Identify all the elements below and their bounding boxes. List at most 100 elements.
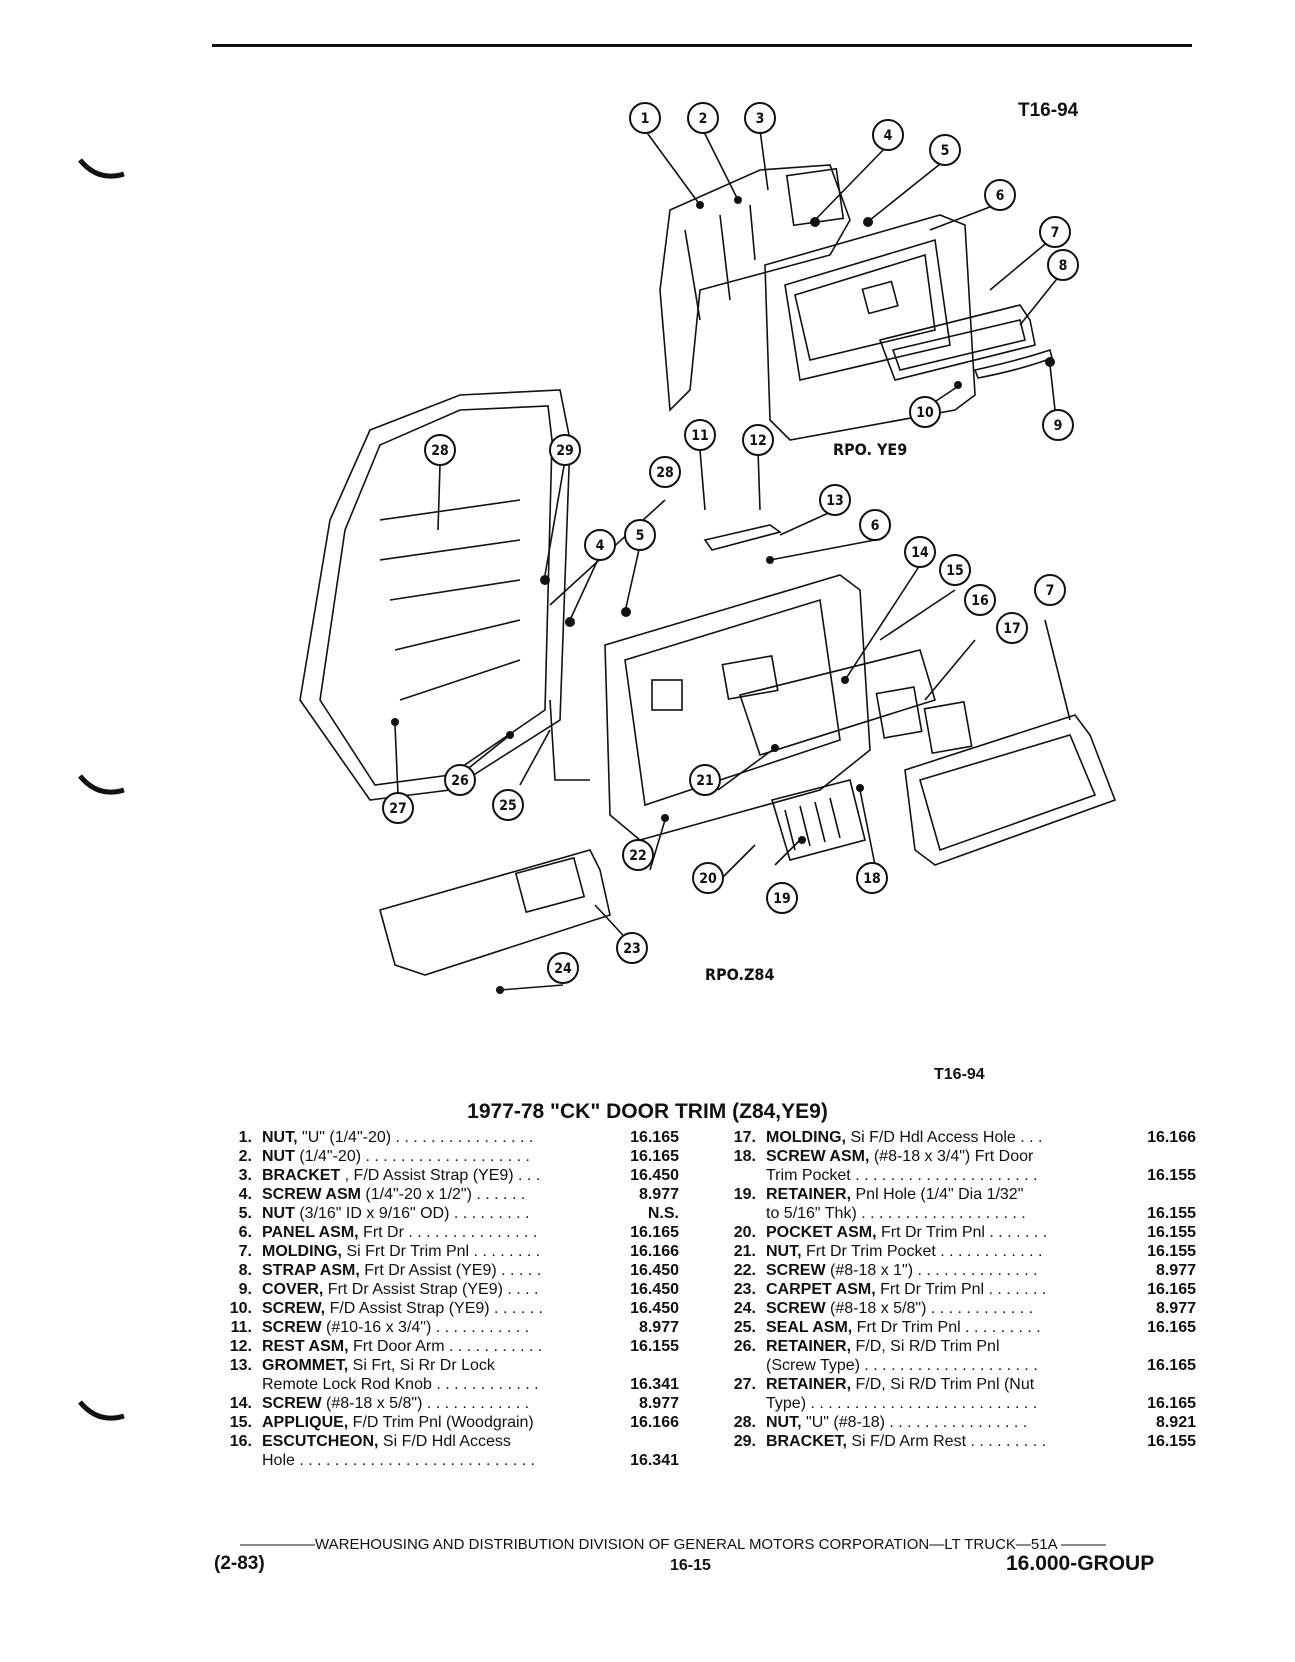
rpo-z84-label: RPO.Z84 bbox=[705, 965, 775, 984]
item-description: SCREW (#8-18 x 5/8") . . . . . . . . . .… bbox=[766, 1299, 1116, 1318]
parts-list-row: 21.NUT, Frt Dr Trim Pocket . . . . . . .… bbox=[718, 1242, 1196, 1261]
item-name: SCREW bbox=[766, 1262, 826, 1279]
item-name: STRAP ASM, bbox=[262, 1262, 360, 1279]
callout-circle bbox=[629, 102, 661, 134]
item-name: BRACKET bbox=[262, 1167, 341, 1184]
callout-number: 13 bbox=[826, 493, 844, 509]
item-description: SCREW ASM, (#8-18 x 3/4") Frt Door bbox=[766, 1147, 1116, 1166]
callout-number: 6 bbox=[996, 188, 1005, 204]
item-description: RETAINER, F/D, Si R/D Trim Pnl (Nut bbox=[766, 1375, 1116, 1394]
parts-list-row: 14.SCREW (#8-18 x 5/8") . . . . . . . . … bbox=[214, 1394, 679, 1413]
callout-number: 16 bbox=[971, 593, 989, 609]
item-description: MOLDING, Si Frt Dr Trim Pnl . . . . . . … bbox=[262, 1242, 599, 1261]
item-detail: Frt Dr Trim Pnl . . . . . . . . . bbox=[852, 1319, 1041, 1336]
parts-list-row: 20.POCKET ASM, Frt Dr Trim Pnl . . . . .… bbox=[718, 1223, 1196, 1242]
figure-code-bottom: T16-94 bbox=[934, 1066, 985, 1083]
parts-list-row: 2.NUT (1/4"-20) . . . . . . . . . . . . … bbox=[214, 1147, 679, 1166]
item-number bbox=[214, 1375, 262, 1394]
item-detail: Si F/D Hdl Access bbox=[378, 1433, 511, 1450]
item-number: 28. bbox=[733, 1414, 756, 1431]
item-description: NUT, "U" (#8-18) . . . . . . . . . . . .… bbox=[766, 1413, 1116, 1432]
item-detail: Hole . . . . . . . . . . . . . . . . . .… bbox=[262, 1452, 535, 1469]
item-reference: 16.165 bbox=[1147, 1357, 1196, 1374]
item-reference bbox=[1116, 1147, 1196, 1166]
item-number: 17. bbox=[733, 1129, 756, 1146]
callout-circle bbox=[766, 882, 798, 914]
callout-circle bbox=[584, 529, 616, 561]
parts-list-row: 24.SCREW (#8-18 x 5/8") . . . . . . . . … bbox=[718, 1299, 1196, 1318]
item-detail: (1/4"-20 x 1/2") . . . . . . bbox=[360, 1186, 526, 1203]
callout-circle bbox=[692, 862, 724, 894]
callout-number: 29 bbox=[556, 443, 574, 459]
callout-circle bbox=[547, 952, 579, 984]
parts-list-row: Trim Pocket . . . . . . . . . . . . . . … bbox=[718, 1166, 1196, 1185]
callout-number: 3 bbox=[756, 111, 765, 127]
item-detail: Frt Dr Trim Pnl . . . . . . . bbox=[875, 1281, 1047, 1298]
item-name: REST ASM, bbox=[262, 1338, 349, 1355]
item-description: SCREW (#8-18 x 5/8") . . . . . . . . . .… bbox=[262, 1394, 599, 1413]
item-description: BRACKET , F/D Assist Strap (YE9) . . . bbox=[262, 1166, 599, 1185]
figure-code-top: T16-94 bbox=[1018, 100, 1079, 121]
item-name: NUT, bbox=[262, 1129, 298, 1146]
item-name: CARPET ASM, bbox=[766, 1281, 876, 1298]
item-detail: F/D, Si R/D Trim Pnl bbox=[851, 1338, 1000, 1355]
item-detail: Si Frt, Si Rr Dr Lock bbox=[348, 1357, 495, 1374]
callout-circle bbox=[1034, 574, 1066, 606]
item-description: RETAINER, F/D, Si R/D Trim Pnl bbox=[766, 1337, 1116, 1356]
parts-list-row: Remote Lock Rod Knob . . . . . . . . . .… bbox=[214, 1375, 679, 1394]
item-detail: Si Frt Dr Trim Pnl . . . . . . . . bbox=[342, 1243, 541, 1260]
parts-list-row: Hole . . . . . . . . . . . . . . . . . .… bbox=[214, 1451, 679, 1470]
callout-circle bbox=[622, 839, 654, 871]
item-description: SCREW, F/D Assist Strap (YE9) . . . . . … bbox=[262, 1299, 599, 1318]
callout-number: 23 bbox=[623, 941, 641, 957]
item-number: 15. bbox=[229, 1414, 252, 1431]
item-detail: (#8-18 x 1") . . . . . . . . . . . . . . bbox=[825, 1262, 1038, 1279]
item-name: GROMMET, bbox=[262, 1357, 349, 1374]
callout-circle bbox=[819, 484, 851, 516]
parts-list-row: 8.STRAP ASM, Frt Dr Assist (YE9) . . . .… bbox=[214, 1261, 679, 1280]
callout-number: 27 bbox=[389, 801, 407, 817]
item-reference: 16.165 bbox=[1147, 1281, 1196, 1298]
item-number bbox=[718, 1356, 766, 1375]
item-number: 16. bbox=[229, 1433, 252, 1450]
item-reference: 16.450 bbox=[630, 1167, 679, 1184]
callout-number: 20 bbox=[699, 871, 717, 887]
item-reference: 8.977 bbox=[638, 1395, 679, 1412]
item-description: Remote Lock Rod Knob . . . . . . . . . .… bbox=[262, 1375, 599, 1394]
item-number: 26. bbox=[733, 1338, 756, 1355]
callout-number: 28 bbox=[656, 465, 674, 481]
item-name: RETAINER, bbox=[766, 1376, 852, 1393]
item-reference: 16.341 bbox=[630, 1376, 679, 1393]
callout-number: 26 bbox=[451, 773, 469, 789]
parts-list-row: 27.RETAINER, F/D, Si R/D Trim Pnl (Nut bbox=[718, 1375, 1196, 1394]
callout-circle bbox=[424, 434, 456, 466]
parts-list-row: 3.BRACKET , F/D Assist Strap (YE9) . . .… bbox=[214, 1166, 679, 1185]
item-reference: 16.155 bbox=[1147, 1243, 1196, 1260]
parts-list-row: 22.SCREW (#8-18 x 1") . . . . . . . . . … bbox=[718, 1261, 1196, 1280]
item-reference: 8.921 bbox=[1155, 1414, 1196, 1431]
item-description: STRAP ASM, Frt Dr Assist (YE9) . . . . . bbox=[262, 1261, 599, 1280]
item-reference: 8.977 bbox=[638, 1319, 679, 1336]
item-reference bbox=[1116, 1337, 1196, 1356]
callout-number: 2 bbox=[699, 111, 708, 127]
parts-list-row: to 5/16" Thk) . . . . . . . . . . . . . … bbox=[718, 1204, 1196, 1223]
item-detail: Frt Dr Assist Strap (YE9) . . . . bbox=[323, 1281, 539, 1298]
item-reference: 16.166 bbox=[630, 1243, 679, 1260]
item-name: SCREW ASM bbox=[262, 1186, 361, 1203]
footer-page-number: 16-15 bbox=[670, 1557, 711, 1574]
parts-list-row: 7.MOLDING, Si Frt Dr Trim Pnl . . . . . … bbox=[214, 1242, 679, 1261]
item-name: APPLIQUE, bbox=[262, 1414, 349, 1431]
callout-number: 28 bbox=[431, 443, 449, 459]
callout-number: 10 bbox=[916, 405, 934, 421]
item-number bbox=[718, 1394, 766, 1413]
item-reference: 16.155 bbox=[1147, 1167, 1196, 1184]
item-description: PANEL ASM, Frt Dr . . . . . . . . . . . … bbox=[262, 1223, 599, 1242]
item-name: SEAL ASM, bbox=[766, 1319, 853, 1336]
item-description: RETAINER, Pnl Hole (1/4" Dia 1/32" bbox=[766, 1185, 1116, 1204]
item-description: POCKET ASM, Frt Dr Trim Pnl . . . . . . … bbox=[766, 1223, 1116, 1242]
callout-number: 4 bbox=[596, 538, 605, 554]
callout-circle bbox=[624, 519, 656, 551]
item-detail: F/D, Si R/D Trim Pnl (Nut bbox=[851, 1376, 1035, 1393]
parts-list-row: 1.NUT, "U" (1/4"-20) . . . . . . . . . .… bbox=[214, 1128, 679, 1147]
